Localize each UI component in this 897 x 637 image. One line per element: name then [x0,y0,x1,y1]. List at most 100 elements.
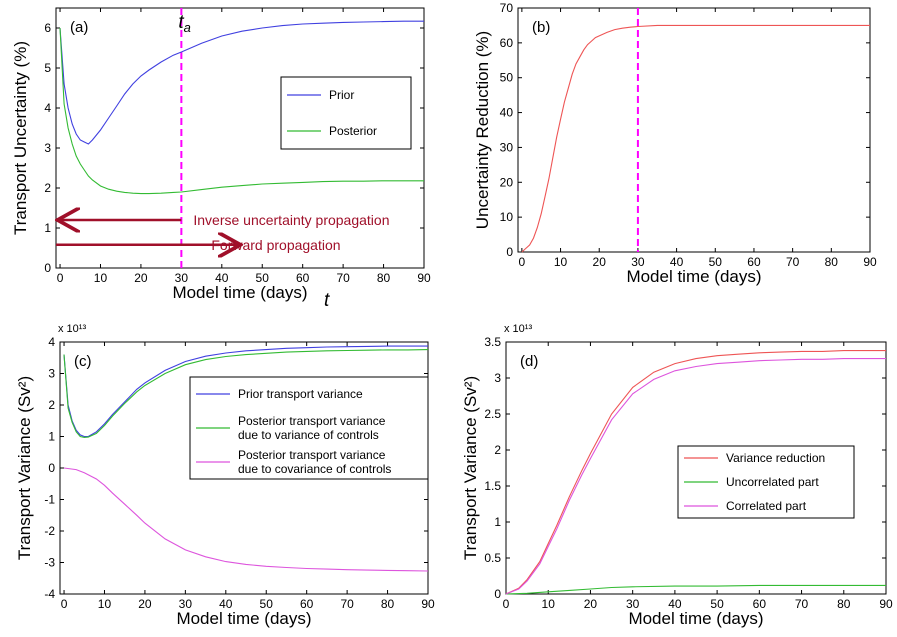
x-tick-label: 50 [710,597,724,611]
panel-label: (c) [74,353,92,370]
legend-label: due to covariance of controls [238,462,391,476]
x-tick-label: 0 [503,597,510,611]
axes-box [517,7,871,253]
y-tick-label: 2 [44,181,51,195]
x-tick-label: 20 [593,255,607,269]
y-tick-label: 0 [506,245,513,259]
legend-label: Variance reduction [726,451,825,465]
panel-label: (d) [520,353,538,370]
legend-label: Posterior transport variance [238,414,386,428]
series-line-prior-transport-variance [63,345,428,438]
axes-box [505,341,887,595]
x-tick-label: 0 [519,255,526,269]
y-tick-label: 50 [500,71,514,85]
x-tick-label: 10 [94,271,108,285]
y-tick-label: 20 [500,175,514,189]
x-tick-label: 70 [786,255,800,269]
x-tick-label: 90 [417,271,431,285]
annotation-text: Inverse uncertainty propagation [193,212,389,228]
series-line-variance-reduction [505,350,886,595]
y-tick-label: 4 [48,335,55,349]
y-tick-label: 1 [44,221,51,235]
y-tick-label: 2 [494,443,501,457]
x-tick-label: 20 [134,271,148,285]
x-tick-label: 80 [825,255,839,269]
x-tick-label: 20 [584,597,598,611]
x-tick-label: 40 [668,597,682,611]
scale-label: x 10¹³ [58,323,86,335]
x-tick-label: 80 [377,271,391,285]
y-tick-label: 1.5 [484,479,501,493]
x-tick-label: 30 [626,597,640,611]
legend-label: Uncorrelated part [726,475,819,489]
y-tick-label: 2.5 [484,407,501,421]
x-tick-label: 50 [256,271,270,285]
y-tick-label: -2 [44,524,55,538]
x-tick-label: 50 [260,597,274,611]
x-tick-label: 60 [753,597,767,611]
legend-label: Posterior transport variance [238,448,386,462]
x-tick-label: 20 [138,597,152,611]
x-tick-label: 10 [542,597,556,611]
x-tick-label: 90 [879,597,893,611]
x-tick-label: 70 [340,597,354,611]
panel-label: (b) [532,19,550,36]
x-tick-label: 50 [709,255,723,269]
y-tick-label: 6 [44,21,51,35]
x-tick-label: 10 [98,597,112,611]
y-tick-label: 3 [494,371,501,385]
x-tick-label: 40 [215,271,229,285]
x-tick-label: 40 [670,255,684,269]
y-axis-label: Transport Variance (Sv²) [461,376,480,560]
time-marker-subscript: a [184,20,191,35]
y-tick-label: 3 [48,367,55,381]
y-axis-label: Transport Uncertainty (%) [11,41,30,235]
x-tick-label: 70 [795,597,809,611]
x-tick-label: 30 [179,597,193,611]
series-line-correlated-part [505,358,886,595]
y-tick-label: 3.5 [484,335,501,349]
axes-box [55,7,425,269]
y-tick-label: 1 [494,515,501,529]
panel-label: (a) [70,19,88,36]
legend-label: due to variance of controls [238,428,379,442]
y-tick-label: -3 [44,556,55,570]
y-tick-label: 5 [44,61,51,75]
x-tick-label: 80 [837,597,851,611]
x-tick-label: 80 [381,597,395,611]
x-axis-label: Model time (days) [172,283,307,302]
x-tick-label: 60 [747,255,761,269]
x-axis-label: Model time (days) [626,267,761,286]
x-tick-label: 70 [336,271,350,285]
y-tick-label: 70 [500,1,514,15]
x-tick-label: 0 [61,597,68,611]
scale-label: x 10¹³ [504,323,532,335]
y-tick-label: 2 [48,398,55,412]
x-tick-label: 0 [57,271,64,285]
legend-box [280,76,412,150]
y-tick-label: 4 [44,101,51,115]
x-tick-label: 30 [175,271,189,285]
y-tick-label: 0 [44,261,51,275]
y-tick-label: -1 [44,493,55,507]
series-line-posterior-transport-variance-due-to-covariance-of-controls [63,467,429,572]
x-tick-label: 10 [554,255,568,269]
y-tick-label: 30 [500,140,514,154]
series-line-posterior-transport-variance-due-to-variance-of-controls [63,349,429,438]
y-tick-label: 40 [500,106,514,120]
y-tick-label: 0 [494,587,501,601]
legend-label: Prior transport variance [238,387,363,401]
y-tick-label: -4 [44,587,55,601]
x-axis-label: Model time (days) [628,609,763,628]
x-tick-label: 60 [300,597,314,611]
y-tick-label: 1 [48,430,55,444]
series-line-prior [59,20,424,145]
